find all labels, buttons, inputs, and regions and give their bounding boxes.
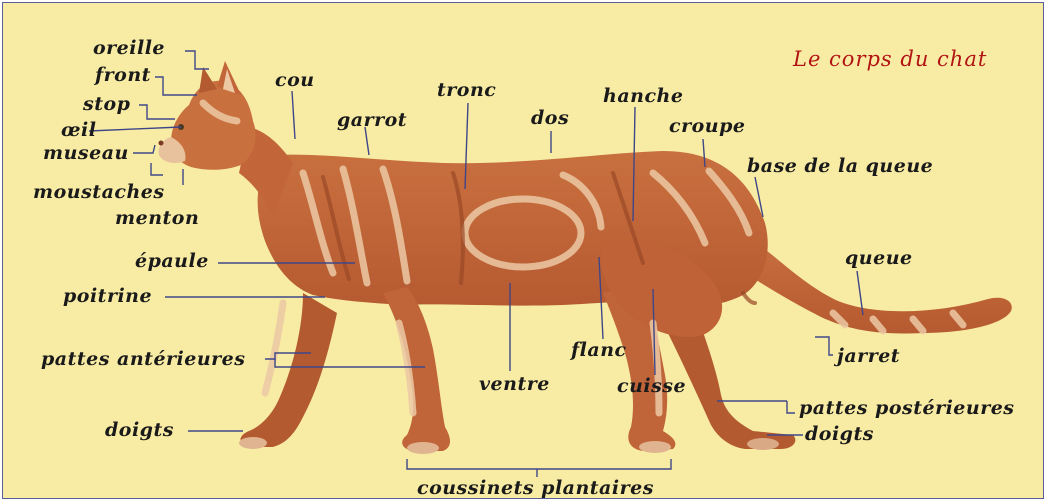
label-oreille: oreille — [93, 39, 165, 58]
cat-front-leg-near — [383, 287, 450, 451]
label-dos: dos — [531, 109, 569, 128]
label-ventre: ventre — [479, 375, 550, 394]
leader-cou — [292, 91, 295, 139]
label-hanche: hanche — [603, 87, 683, 106]
cat-nose — [159, 141, 164, 146]
label-coussinets-plantaires: coussinets plantaires — [417, 479, 654, 498]
label-moustaches: moustaches — [33, 183, 165, 202]
label-epaule: épaule — [135, 252, 209, 271]
label-menton: menton — [115, 209, 199, 228]
leader-front — [155, 77, 197, 95]
label-oeil: œil — [61, 121, 96, 140]
label-stop: stop — [83, 95, 130, 114]
label-doigts-avant: doigts — [105, 421, 174, 440]
leader-oeil — [89, 127, 181, 131]
label-queue: queue — [845, 249, 913, 268]
label-cou: cou — [275, 71, 315, 90]
cat-ear-far — [199, 67, 217, 93]
leader-garrot — [365, 127, 369, 155]
leader-jarret — [815, 337, 833, 355]
label-pattes-anterieures: pattes antérieures — [41, 350, 245, 369]
cat-paw-hind-near — [639, 441, 671, 453]
label-croupe: croupe — [669, 117, 745, 136]
label-museau: museau — [43, 144, 129, 163]
label-garrot: garrot — [337, 111, 407, 130]
leader-pattes-post-2 — [787, 401, 795, 413]
label-cuisse: cuisse — [617, 377, 686, 396]
label-poitrine: poitrine — [63, 287, 152, 306]
label-flanc: flanc — [571, 341, 627, 360]
cat-paw-hind-far — [747, 438, 779, 450]
label-pattes-posterieures: pattes postérieures — [799, 399, 1015, 418]
label-jarret: jarret — [837, 347, 900, 366]
diagram-title: Le corps du chat — [793, 49, 987, 70]
label-front: front — [95, 66, 151, 85]
cat-front-leg-far — [240, 293, 337, 447]
leader-coussinets — [407, 459, 671, 469]
leader-moustaches — [151, 163, 163, 175]
cat-paw-front-near — [407, 442, 439, 454]
label-tronc: tronc — [437, 81, 496, 100]
leader-museau — [133, 145, 155, 153]
label-base-queue: base de la queue — [747, 157, 933, 176]
leader-stop — [139, 105, 175, 119]
cat-paw-front-far — [239, 437, 267, 449]
label-doigts-arriere: doigts — [805, 425, 874, 444]
leader-oreille — [185, 51, 209, 69]
